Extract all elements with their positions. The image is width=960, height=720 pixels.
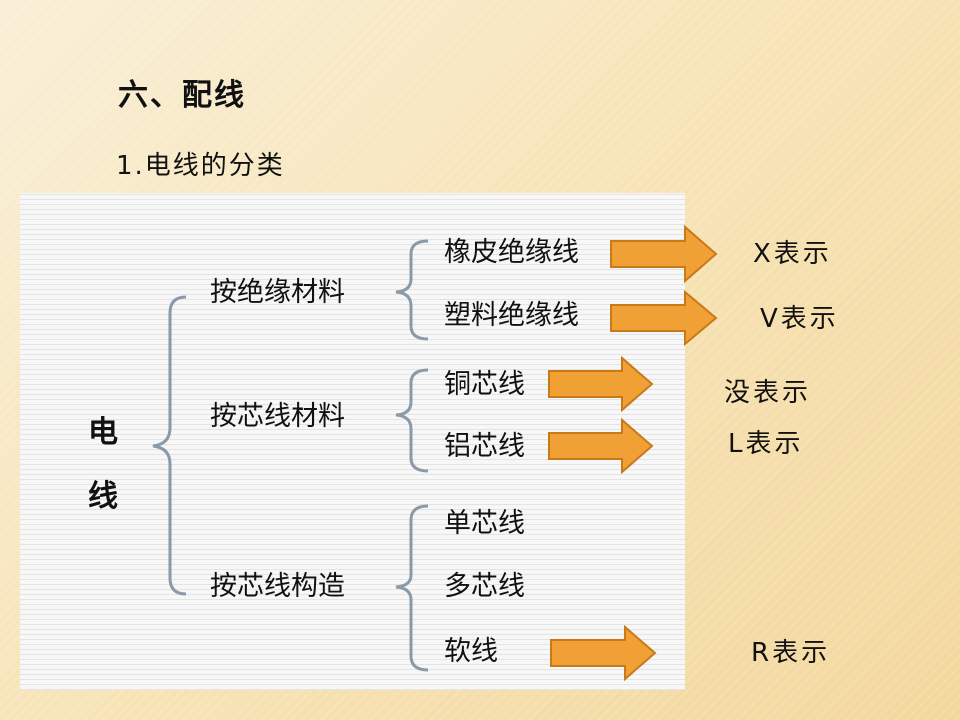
notation-none: 没表示 <box>724 378 812 408</box>
leaf-soft-wire: 软线 <box>444 636 498 667</box>
category-brace-2 <box>395 368 429 473</box>
slide-heading: 六、配线 <box>118 78 246 113</box>
root-brace <box>152 295 187 596</box>
category-core-material: 按芯线材料 <box>210 401 345 432</box>
arrow-copper-to-notation <box>548 355 654 413</box>
leaf-multi-core: 多芯线 <box>444 571 525 602</box>
category-brace-3 <box>395 504 429 672</box>
notation-l: L表示 <box>728 429 804 459</box>
arrow-rubber-to-notation <box>610 224 718 284</box>
notation-r: R表示 <box>751 638 831 668</box>
leaf-aluminum-core: 铝芯线 <box>444 431 525 462</box>
arrow-plastic-to-notation <box>610 289 718 347</box>
leaf-plastic-insulated: 塑料绝缘线 <box>444 300 579 331</box>
root-char-1: 电 <box>88 415 118 450</box>
arrow-aluminum-to-notation <box>548 417 654 475</box>
leaf-rubber-insulated: 橡皮绝缘线 <box>444 237 579 268</box>
category-insulation-material: 按绝缘材料 <box>210 277 345 308</box>
category-brace-1 <box>395 239 429 341</box>
slide-subheading: 1.电线的分类 <box>116 151 285 181</box>
notation-x: X表示 <box>753 239 832 269</box>
leaf-single-core: 单芯线 <box>444 508 525 539</box>
diagram-panel <box>20 193 685 690</box>
notation-v: V表示 <box>760 304 839 334</box>
category-core-structure: 按芯线构造 <box>210 571 345 602</box>
root-char-2: 线 <box>88 479 118 514</box>
leaf-copper-core: 铜芯线 <box>444 369 525 400</box>
arrow-soft-to-notation <box>550 624 657 682</box>
